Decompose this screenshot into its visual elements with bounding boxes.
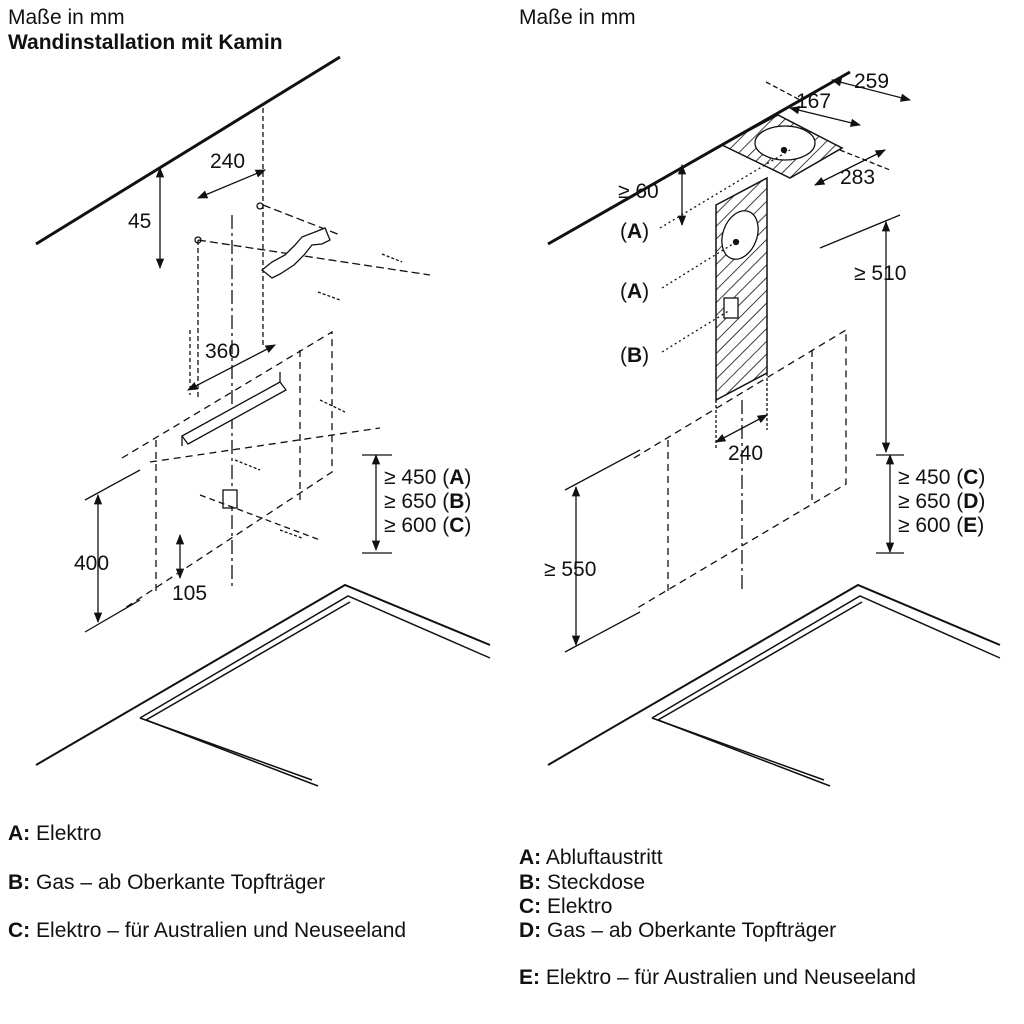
left-diagram xyxy=(35,55,491,787)
dim-clearance-2-left: ≥ 650 (B) xyxy=(384,490,471,513)
right-diagram xyxy=(547,70,1001,787)
callout-a-2: (A) xyxy=(620,280,649,303)
callout-a-1: (A) xyxy=(620,220,649,243)
left-ceiling-line xyxy=(35,55,341,246)
wall-exhaust-opening xyxy=(721,210,759,260)
left-cooktop xyxy=(35,583,491,766)
dim-167: 167 xyxy=(796,90,831,113)
dim-259: 259 xyxy=(854,70,889,93)
dim-clearance-2-right: ≥ 650 (D) xyxy=(898,490,985,513)
dim-clearance-1-left: ≥ 450 (A) xyxy=(384,466,471,489)
ceiling-exhaust-opening xyxy=(754,125,816,161)
dim-400: 400 xyxy=(74,552,109,575)
installation-drawing: 45 240 360 400 105 ≥ 450 (A) ≥ 650 (B) ≥… xyxy=(35,55,1001,787)
dim-360: 360 xyxy=(205,340,240,363)
dim-clearance-1-right: ≥ 450 (C) xyxy=(898,466,985,489)
wall-rail xyxy=(181,381,287,445)
right-legend-item: A: Abluftaustritt xyxy=(519,846,663,869)
dim-240-right: 240 xyxy=(728,442,763,465)
left-legend-item: A: Elektro xyxy=(8,822,102,845)
left-units-label: Maße in mm xyxy=(8,6,125,29)
left-legend-item: C: Elektro – für Australien und Neuseela… xyxy=(8,919,407,942)
right-legend-item: B: Steckdose xyxy=(519,871,646,894)
dim-510: ≥ 510 xyxy=(854,262,906,285)
dim-105: 105 xyxy=(172,582,207,605)
right-legend-item: C: Elektro xyxy=(519,895,613,918)
right-units-label: Maße in mm xyxy=(519,6,636,29)
dim-60: ≥ 60 xyxy=(618,180,659,203)
right-socket xyxy=(723,297,739,319)
dim-240-left: 240 xyxy=(210,150,245,173)
right-legend-item: D: Gas – ab Oberkante Topfträger xyxy=(519,919,837,942)
right-ceiling-line xyxy=(547,70,851,246)
top-bracket xyxy=(260,227,331,279)
dim-clearance-3-right: ≥ 600 (E) xyxy=(898,514,984,537)
dim-550: ≥ 550 xyxy=(544,558,596,581)
left-legend-item: B: Gas – ab Oberkante Topfträger xyxy=(8,871,326,894)
right-cooktop xyxy=(547,583,1001,766)
left-socket xyxy=(222,489,238,509)
right-legend-item: E: Elektro – für Australien und Neuseela… xyxy=(519,966,916,989)
dim-clearance-3-left: ≥ 600 (C) xyxy=(384,514,471,537)
dim-45: 45 xyxy=(128,210,151,233)
dim-283: 283 xyxy=(840,166,875,189)
callout-b: (B) xyxy=(620,344,649,367)
left-title: Wandinstallation mit Kamin xyxy=(8,31,283,54)
